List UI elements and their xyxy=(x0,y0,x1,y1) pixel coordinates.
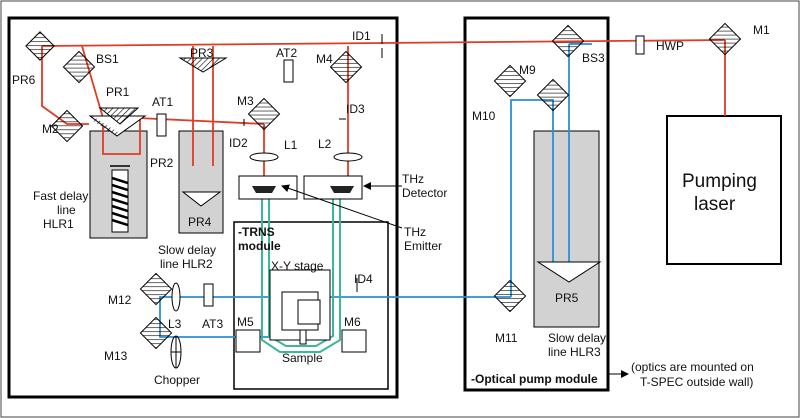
thz-emitter-antenna xyxy=(252,186,276,193)
fast-delay-label-3: HLR1 xyxy=(43,217,74,231)
mirror-m6-label: M6 xyxy=(344,315,361,329)
trns-module-label-1: -TRNS xyxy=(238,225,275,239)
mirror-m1-label: M1 xyxy=(753,23,770,37)
mirror-m11 xyxy=(493,279,527,313)
mirror-m6-holder xyxy=(341,329,367,353)
mirror-bs1 xyxy=(62,50,96,84)
mirror-m12-label: M12 xyxy=(108,293,132,307)
mirror-m13 xyxy=(139,316,173,350)
slow-delay-hlr3-label-2: line HLR3 xyxy=(548,345,601,359)
thz-detector-label-1: THz xyxy=(402,172,424,186)
pumping-laser-box xyxy=(666,115,782,265)
mirror-m9 xyxy=(536,78,570,112)
retroreflector-pr4 xyxy=(181,191,222,207)
mirror-m3-label: M3 xyxy=(237,94,254,108)
mirror-m13-label: M13 xyxy=(104,349,128,363)
lens-l3 xyxy=(171,282,181,312)
chopper xyxy=(170,335,182,369)
thz-detector-antenna xyxy=(330,186,354,193)
mirror-m5-holder xyxy=(235,329,261,353)
retroreflector-pr4-label: PR4 xyxy=(188,215,212,229)
retroreflector-pr3 xyxy=(178,57,228,73)
slow-delay-hlr2-label-2: line HLR2 xyxy=(160,257,213,271)
slow-delay-stage-hlr2 xyxy=(178,130,224,234)
mirror-m10-label: M10 xyxy=(472,109,496,123)
attenuator-at2-label: AT2 xyxy=(276,46,297,60)
mirror-m2 xyxy=(50,109,84,143)
beamsplitter-bs1-label: BS1 xyxy=(96,52,119,66)
retroreflector-pr5 xyxy=(536,261,602,283)
half-wave-plate xyxy=(635,35,645,55)
thz-emitter-label-2: Emitter xyxy=(404,239,442,253)
mirror-m12 xyxy=(139,272,173,306)
iris-id4-label: ID4 xyxy=(354,272,373,286)
attenuator-at3-label: AT3 xyxy=(202,317,223,331)
slow-delay-stage-hlr3 xyxy=(533,130,600,328)
mirror-m1 xyxy=(708,22,742,56)
attenuator-at2 xyxy=(283,59,294,83)
thz-detector-label-2: Detector xyxy=(402,186,447,200)
chopper-label: Chopper xyxy=(154,373,200,387)
xy-stage-label: X-Y stage xyxy=(271,259,324,273)
attenuator-at3 xyxy=(203,283,214,307)
lens-l2-label: L2 xyxy=(318,137,332,151)
lens-l3-label: L3 xyxy=(168,317,182,331)
fast-delay-label-2: line xyxy=(57,203,76,217)
mirror-m3 xyxy=(247,97,281,131)
retroreflector-pr1-label: PR1 xyxy=(106,85,130,99)
retroreflector-pr1-hatch xyxy=(90,116,119,136)
trns-module-box xyxy=(233,221,389,390)
retroreflector-pr5-label: PR5 xyxy=(555,291,579,305)
iris-marks xyxy=(243,34,383,292)
thz-beam xyxy=(261,192,341,353)
thz-emitter-arrow xyxy=(281,184,403,229)
main-enclosure xyxy=(7,16,399,399)
sample-label: Sample xyxy=(282,351,323,365)
mirror-m10 xyxy=(493,64,527,98)
mirror-pr6 xyxy=(25,31,55,61)
mirror-m11-label: M11 xyxy=(495,331,518,345)
xy-stage xyxy=(269,269,331,345)
iris-id3-label: ID3 xyxy=(346,102,365,116)
thz-emitter-label-1: THz xyxy=(404,225,426,239)
mirror-m9-label: M9 xyxy=(519,63,536,77)
fast-delay-label-1: Fast delay xyxy=(33,189,88,203)
retroreflector-pr3-label: PR3 xyxy=(190,46,214,60)
lens-l2 xyxy=(333,152,363,162)
probe-beam xyxy=(159,43,592,338)
slow-delay-hlr2-label-1: Slow delay xyxy=(158,243,216,257)
mirror-m2-label: M2 xyxy=(42,122,59,136)
mirror-m4-label: M4 xyxy=(316,52,333,66)
hwp-label: HWP xyxy=(656,39,684,53)
note-line-2: T-SPEC outside wall) xyxy=(640,375,753,389)
pumping-laser-label-1: Pumping xyxy=(682,171,757,192)
attenuator-at1-label: AT1 xyxy=(152,95,173,109)
mirror-bs3 xyxy=(551,24,585,58)
optical-pump-module-label: -Optical pump module xyxy=(471,372,598,386)
mirror-m5-label: M5 xyxy=(237,315,254,329)
mirror-m4 xyxy=(329,50,363,84)
retroreflector-pr6-label: PR6 xyxy=(12,73,36,87)
trns-module-label-2: module xyxy=(238,239,281,253)
lens-l1 xyxy=(249,152,279,162)
attenuator-at1 xyxy=(156,113,167,137)
fast-delay-screw xyxy=(110,165,130,233)
beamsplitter-bs3-label: BS3 xyxy=(582,51,605,65)
lens-l1-label: L1 xyxy=(284,138,298,152)
iris-id2-label: ID2 xyxy=(229,136,248,150)
pumping-laser-label-2: laser xyxy=(694,194,736,215)
note-line-1: (optics are mounted on xyxy=(631,360,754,374)
iris-id1-label: ID1 xyxy=(352,29,371,43)
slow-delay-hlr3-label-1: Slow delay xyxy=(548,331,606,345)
retroreflector-pr2-label: PR2 xyxy=(150,156,174,170)
optical-pump-module-box xyxy=(463,16,610,392)
retroreflector-pr2 xyxy=(98,107,140,125)
